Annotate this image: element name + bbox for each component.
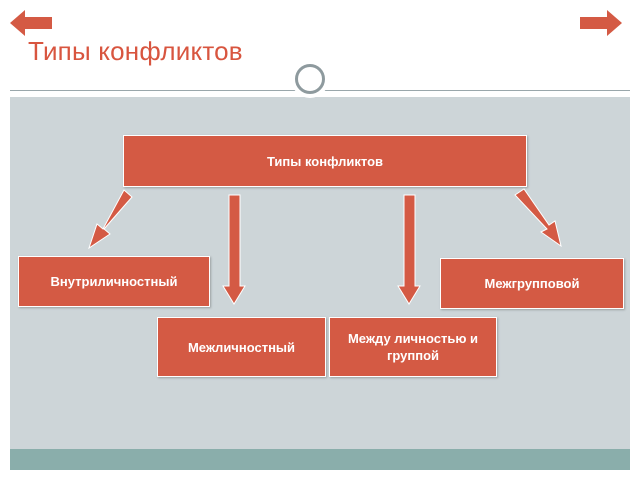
arrow-right-icon[interactable] — [576, 10, 622, 36]
ring-ornament — [295, 64, 325, 94]
type-box-intrapersonal: Внутриличностный — [18, 256, 210, 307]
footer-bar — [10, 449, 630, 470]
type-box-intergroup: Межгрупповой — [440, 258, 624, 309]
type-label: Между личностью и группой — [347, 331, 479, 363]
type-label: Внутриличностный — [50, 274, 178, 289]
type-box-person-group: Между личностью и группой — [329, 317, 497, 377]
type-label: Межличностный — [187, 339, 296, 355]
type-label: Межгрупповой — [484, 276, 580, 291]
arrow-left-icon[interactable] — [10, 10, 56, 36]
divider — [10, 90, 630, 91]
type-box-interpersonal: Межличностный — [157, 317, 326, 377]
arrow-to-intergroup — [514, 188, 562, 248]
root-box: Типы конфликтов — [123, 135, 527, 187]
arrow-to-interpersonal — [222, 194, 246, 305]
arrow-to-intrapersonal — [88, 189, 133, 250]
slide-title: Типы конфликтов — [28, 36, 243, 66]
root-label: Типы конфликтов — [266, 153, 384, 169]
arrow-to-person-group — [397, 194, 421, 305]
